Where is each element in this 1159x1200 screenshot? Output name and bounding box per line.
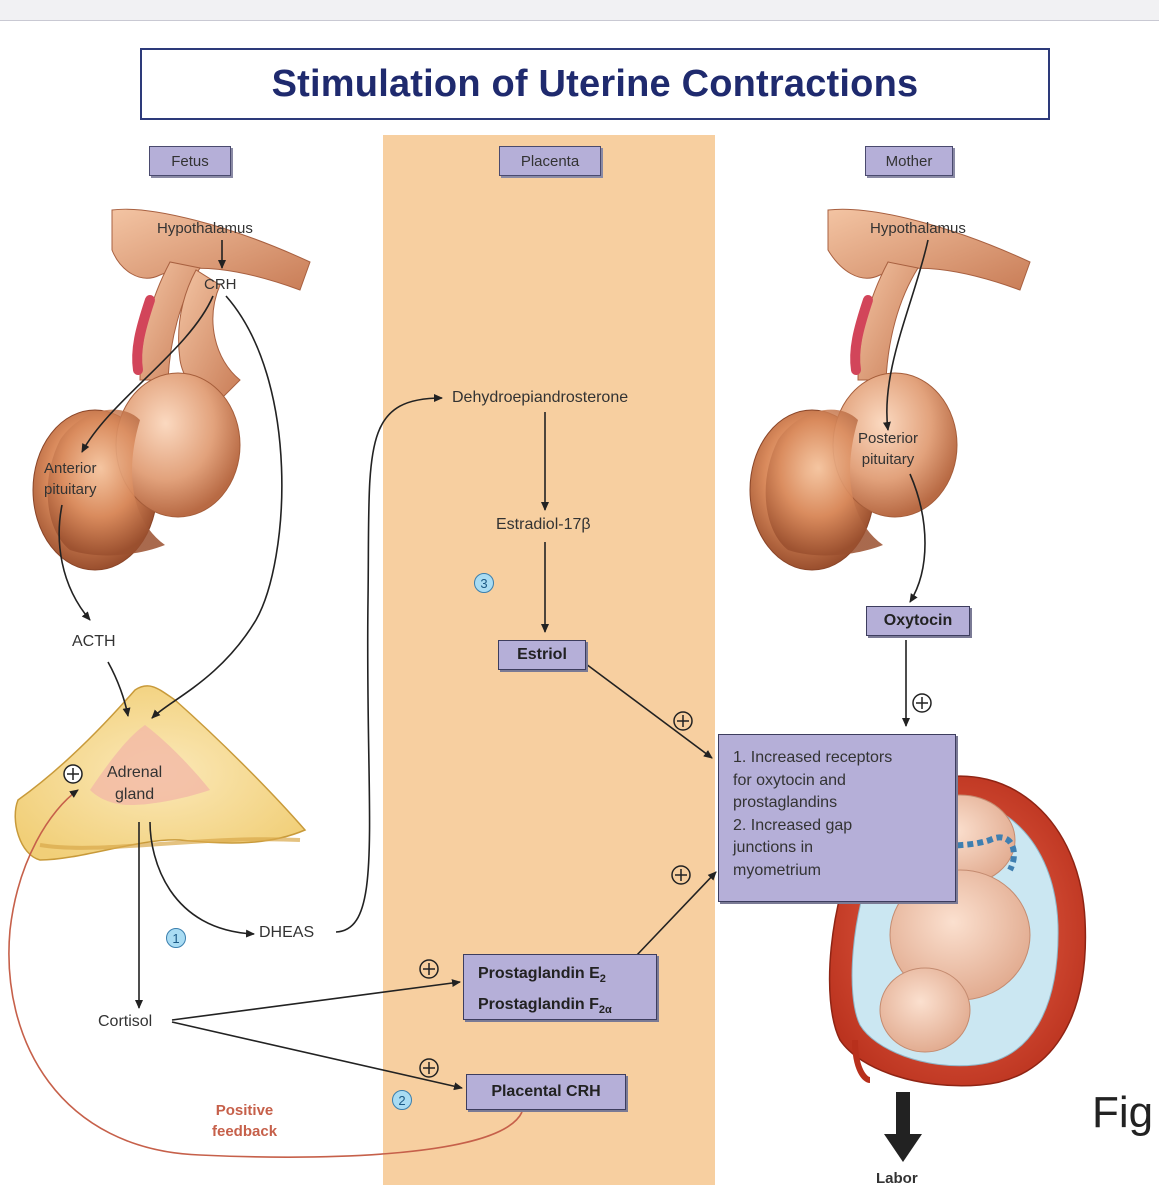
anterior-pituitary-label: Anterior pituitary: [44, 458, 97, 500]
adrenal-gland-line-2: gland: [115, 786, 155, 803]
crh-label: CRH: [204, 276, 237, 293]
mother-column-header: Mother: [865, 146, 953, 176]
effect-line-3: prostaglandins: [733, 794, 838, 811]
maternal-pituitary-illustration: [749, 208, 1031, 571]
prostaglandin-e2-base: Prostaglandin E: [478, 965, 600, 982]
plus-circle-icon: [419, 1058, 439, 1078]
adrenal-gland-illustration: [14, 685, 307, 861]
labor-label: Labor: [876, 1170, 918, 1187]
adrenal-gland-line-1: Adrenal: [107, 764, 163, 781]
top-toolbar-strip: [0, 0, 1159, 21]
step-3-badge: 3: [474, 573, 494, 593]
uterine-effects-box: 1. Increased receptors for oxytocin and …: [718, 734, 956, 902]
placental-crh-box: Placental CRH: [466, 1074, 626, 1110]
plus-circle-icon: [419, 959, 439, 979]
prostaglandin-f2a-subscript: 2α: [598, 1004, 612, 1017]
effect-line-4: 2. Increased gap: [733, 816, 853, 834]
prostaglandin-e2-label: Prostaglandin E2: [478, 961, 656, 992]
placenta-column-header: Placenta: [499, 146, 601, 176]
fetal-hypothalamus-label: Hypothalamus: [157, 220, 253, 237]
plus-circle-icon: [912, 693, 932, 713]
posterior-pituitary-line-2: pituitary: [861, 451, 915, 468]
oxytocin-box: Oxytocin: [866, 606, 970, 636]
dheas-label: DHEAS: [259, 924, 315, 941]
fetus-column-header: Fetus: [149, 146, 231, 176]
fetal-axis-arrows: [58, 240, 463, 1091]
acth-label: ACTH: [72, 633, 116, 650]
plus-circle-icon: [671, 865, 691, 885]
step-2-badge: 2: [392, 1090, 412, 1110]
positive-feedback-arrow: [8, 789, 523, 1158]
posterior-pituitary-label: Posterior pituitary: [858, 428, 918, 470]
effect-line-1: 1. Increased receptors: [733, 749, 893, 766]
cortisol-label: Cortisol: [98, 1013, 153, 1030]
step-1-badge: 1: [166, 928, 186, 948]
prostaglandin-box: Prostaglandin E2 Prostaglandin F2α: [463, 954, 657, 1020]
plus-circle-icon: [63, 764, 83, 784]
positive-feedback-line-2: feedback: [212, 1123, 278, 1140]
placental-arrows: [541, 412, 717, 957]
estradiol-label: Estradiol-17β: [496, 516, 591, 533]
effect-line-6: myometrium: [733, 861, 822, 879]
title-box: Stimulation of Uterine Contractions: [140, 48, 1050, 120]
positive-feedback-label: Positive feedback: [212, 1100, 277, 1142]
maternal-hypothalamus-label: Hypothalamus: [870, 220, 966, 237]
effect-line-2: for oxytocin and: [733, 771, 846, 789]
anterior-pituitary-line-1: Anterior: [44, 460, 97, 477]
dhea-label: Dehydroepiandrosterone: [452, 389, 629, 406]
prostaglandin-f2a-label: Prostaglandin F2α: [478, 992, 656, 1023]
effect-line-5: junctions in: [733, 839, 814, 856]
plus-circle-icon: [673, 711, 693, 731]
adrenal-gland-label: Adrenal gland: [107, 762, 162, 806]
prostaglandin-f2a-base: Prostaglandin F: [478, 996, 599, 1014]
maternal-arrows: [882, 239, 929, 727]
diagram-title: Stimulation of Uterine Contractions: [271, 62, 919, 105]
posterior-pituitary-line-1: Posterior: [858, 430, 919, 447]
figure-caption-fragment: Fig: [1092, 1088, 1154, 1137]
fetal-pituitary-illustration: [32, 208, 311, 571]
estriol-box: Estriol: [498, 640, 586, 670]
down-arrow-icon: [884, 1092, 922, 1162]
prostaglandin-e2-subscript: 2: [599, 973, 606, 986]
anterior-pituitary-line-2: pituitary: [44, 481, 97, 498]
positive-feedback-line-1: Positive: [215, 1102, 274, 1119]
